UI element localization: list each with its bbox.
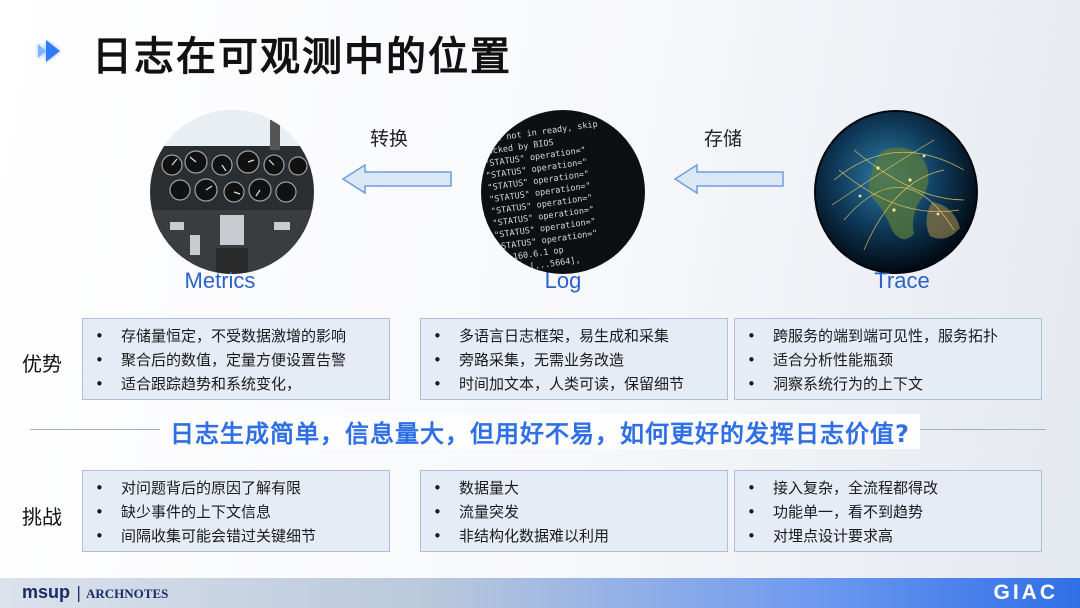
footer-bar	[0, 578, 1080, 608]
list-item: 聚合后的数值，定量方便设置告警	[93, 348, 389, 372]
list-item: 缺少事件的上下文信息	[93, 500, 389, 524]
convert-label: 转换	[370, 128, 409, 150]
list-item: 时间加文本，人类可读，保留细节	[431, 372, 727, 396]
list-item: 旁路采集，无需业务改造	[431, 348, 727, 372]
log-caption: Log	[544, 268, 582, 293]
list-item: 多语言日志框架，易生成和采集	[431, 324, 727, 348]
list-item: 存储量恒定，不受数据激增的影响	[93, 324, 389, 348]
list-item: 适合分析性能瓶颈	[745, 348, 1041, 372]
left-arrow-icon	[673, 163, 784, 195]
trace-advantages-box: 跨服务的端到端可见性，服务拓扑 适合分析性能瓶颈 洞察系统行为的上下文	[734, 318, 1042, 400]
list-item: 功能单一，看不到趋势	[745, 500, 1041, 524]
footer-separator: |	[76, 583, 82, 602]
globe-network-image	[814, 110, 978, 274]
list-item: 流量突发	[431, 500, 727, 524]
list-item: 对问题背后的原因了解有限	[93, 476, 389, 500]
advantages-row-label: 优势	[22, 352, 62, 376]
page-title: 日志在可观测中的位置	[92, 34, 512, 80]
list-item: 数据量大	[431, 476, 727, 500]
msup-logo: msup	[22, 582, 71, 602]
cockpit-dashboard-image	[150, 110, 314, 274]
metrics-caption: Metrics	[184, 268, 256, 293]
giac-logo: GIAC	[993, 581, 1058, 604]
trace-challenges-box: 接入复杂，全流程都得改 功能单一，看不到趋势 对埋点设计要求高	[734, 470, 1042, 552]
metrics-advantages-box: 存储量恒定，不受数据激增的影响 聚合后的数值，定量方便设置告警 适合跟踪趋势和系…	[82, 318, 390, 400]
log-advantages-box: 多语言日志框架，易生成和采集 旁路采集，无需业务改造 时间加文本，人类可读，保留…	[420, 318, 728, 400]
list-item: 接入复杂，全流程都得改	[745, 476, 1041, 500]
list-item: 非结构化数据难以利用	[431, 524, 727, 548]
store-label: 存储	[704, 128, 743, 150]
list-item: 间隔收集可能会错过关键细节	[93, 524, 389, 548]
key-question-text: 日志生成简单，信息量大，但用好不易，如何更好的发挥日志价值?	[160, 414, 920, 449]
trace-caption: Trace	[874, 268, 930, 293]
list-item: 跨服务的端到端可见性，服务拓扑	[745, 324, 1041, 348]
list-item: 对埋点设计要求高	[745, 524, 1041, 548]
list-item: 洞察系统行为的上下文	[745, 372, 1041, 396]
left-arrow-icon	[341, 163, 452, 195]
title-chevron-icon	[38, 40, 60, 62]
log-challenges-box: 数据量大 流量突发 非结构化数据难以利用	[420, 470, 728, 552]
key-question: 日志生成简单，信息量大，但用好不易，如何更好的发挥日志价值?	[0, 414, 1080, 449]
list-item: 适合跟踪趋势和系统变化，	[93, 372, 389, 396]
metrics-challenges-box: 对问题背后的原因了解有限 缺少事件的上下文信息 间隔收集可能会错过关键细节	[82, 470, 390, 552]
challenges-row-label: 挑战	[22, 505, 62, 529]
archnotes-logo: ARCHNOTES	[86, 586, 169, 601]
